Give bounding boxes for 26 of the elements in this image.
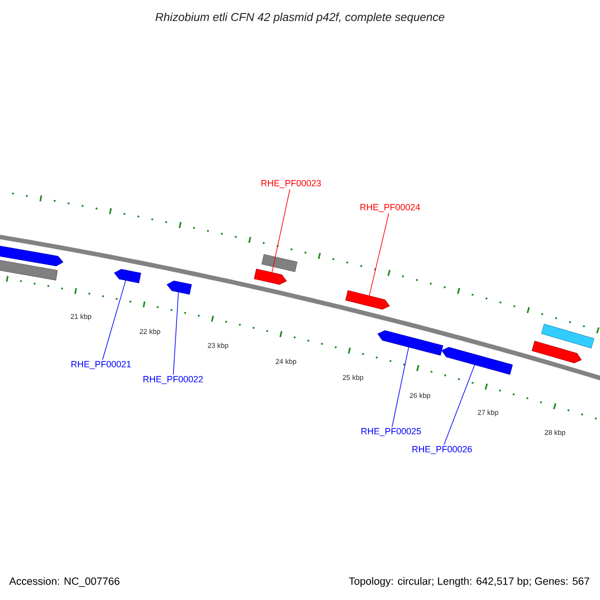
gene-feature (378, 330, 444, 356)
gene-feature (532, 340, 582, 364)
gene-feature (345, 290, 390, 310)
gene-label: RHE_PF00024 (360, 204, 420, 212)
gene-feature (166, 280, 192, 295)
gene-label: RHE_PF00021 (71, 360, 131, 370)
summary-text: Topology: circular; Length: 642,517 bp; Genes: 567 (348, 577, 590, 587)
title: Rhizobium etli CFN 42 plasmid p42f, complete sequence (156, 12, 444, 24)
gene-feature (541, 324, 594, 348)
gene-label: RHE_PF00025 (361, 428, 421, 436)
gene-label: RHE_PF00022 (143, 376, 203, 384)
gene-label: RHE_PF00023 (261, 180, 321, 188)
gene-feature (0, 244, 64, 266)
gene-feature (114, 268, 142, 284)
leader-line (102, 280, 126, 360)
gene-feature (254, 268, 287, 285)
leader-line (172, 292, 179, 376)
gene-feature (262, 254, 298, 272)
gene-feature (0, 258, 58, 280)
accession-text: Accession: NC_007766 (9, 577, 120, 587)
leader-line (444, 364, 476, 446)
leader-line (272, 188, 290, 273)
leader-line (368, 212, 390, 296)
gene-label: RHE_PF00026 (412, 446, 472, 454)
leader-line (392, 346, 410, 428)
gene-feature (442, 347, 513, 375)
